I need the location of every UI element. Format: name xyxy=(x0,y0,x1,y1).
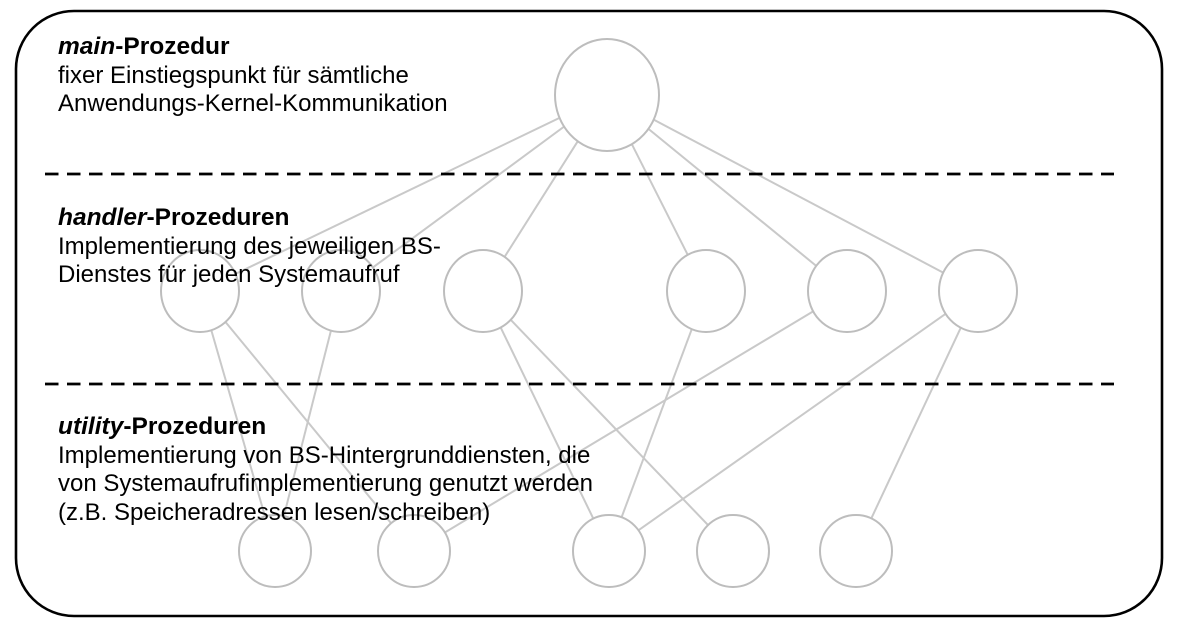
utility-procedure-node-u2 xyxy=(377,514,451,588)
layer-desc-line: Implementierung von BS-Hintergrunddienst… xyxy=(58,441,591,469)
call-edge-h6-u3 xyxy=(637,313,947,532)
main-procedure-node-main xyxy=(554,38,660,152)
handler-procedure-node-h6 xyxy=(938,249,1018,333)
handler-procedure-node-h4 xyxy=(666,249,746,333)
call-edge-h2-u1 xyxy=(282,330,332,517)
call-edge-h3-u4 xyxy=(510,319,709,526)
utility-procedure-node-u3 xyxy=(572,514,646,588)
layer-label-handler: handler-Prozeduren Implementierung des j… xyxy=(58,204,441,290)
layer-desc-line: fixer Einstiegspunkt für sämtliche xyxy=(58,61,409,89)
call-edge-main-h2 xyxy=(372,125,565,269)
layer-desc-line: Anwendungs-Kernel-Kommunikation xyxy=(58,90,448,117)
utility-procedure-node-u1 xyxy=(238,514,312,588)
call-edge-h5-u2 xyxy=(444,310,814,534)
call-edge-main-h3 xyxy=(503,140,579,258)
layer-desc-line: (z.B. Speicheradressen lesen/schreiben) xyxy=(58,498,491,526)
layer-label-utility: utility-Prozeduren Implementierung von B… xyxy=(58,413,593,527)
handler-procedure-node-h2 xyxy=(301,249,381,333)
layer-title-main: main-Prozedur xyxy=(58,33,230,60)
handler-procedure-node-h5 xyxy=(807,249,887,333)
layer-desc-line: Implementierung des jeweiligen BS- xyxy=(58,232,441,260)
utility-procedure-node-u4 xyxy=(696,514,770,588)
call-edge-h3-u3 xyxy=(499,327,595,520)
utility-procedure-node-u5 xyxy=(819,514,893,588)
layer-desc-line: von Systemaufrufimplementierung genutzt … xyxy=(58,470,593,497)
handler-procedure-node-h3 xyxy=(443,249,523,333)
call-edge-h6-u5 xyxy=(870,327,962,519)
call-edge-main-h5 xyxy=(647,128,817,267)
figure-border xyxy=(14,9,1164,618)
layer-label-main: main-Prozedur fixer Einstiegspunkt für s… xyxy=(58,33,448,119)
layer-title-handler: handler-Prozeduren xyxy=(58,204,290,231)
call-edge-main-h4 xyxy=(630,143,689,256)
call-edge-main-h6 xyxy=(653,118,944,274)
handler-procedure-node-h1 xyxy=(160,249,240,333)
call-edge-main-h1 xyxy=(235,116,560,275)
layer-desc-line: Dienstes für jeden Systemaufruf xyxy=(58,261,400,288)
call-edge-h1-u1 xyxy=(210,329,266,517)
call-edge-h4-u3 xyxy=(620,328,693,518)
layer-title-utility: utility-Prozeduren xyxy=(58,413,267,440)
